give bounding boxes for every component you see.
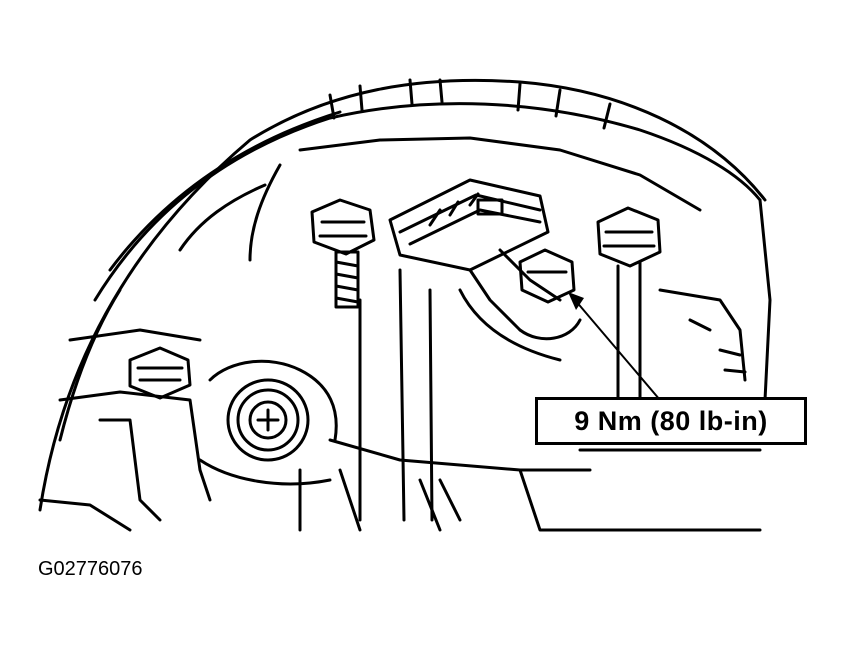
- right-bolt: [596, 206, 662, 402]
- torque-callout-box: 9 Nm (80 lb-in): [535, 397, 807, 445]
- stud-bolt: [310, 198, 376, 309]
- housing-inner-arc: [93, 102, 762, 302]
- round-plug: [226, 378, 310, 462]
- left-bolt: [128, 346, 192, 400]
- sensor-connector: [388, 178, 562, 332]
- callout-leader: [568, 292, 661, 401]
- torque-callout-label: 9 Nm (80 lb-in): [574, 405, 768, 436]
- sensor-bolt: [518, 248, 582, 341]
- figure-id-label: G02776076: [38, 558, 143, 580]
